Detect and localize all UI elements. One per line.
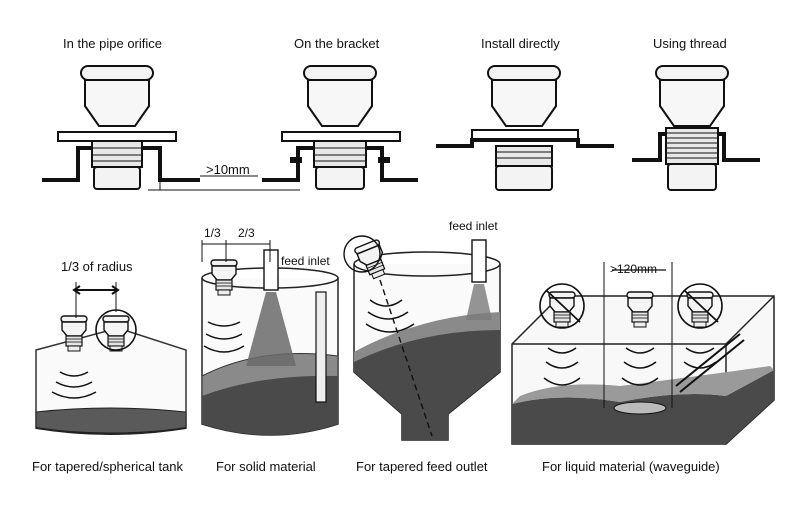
feed-inlet-label-outlet: feed inlet: [449, 219, 498, 233]
solid-material-diagram: [201, 240, 339, 436]
caption-liquid-material: For liquid material (waveguide): [542, 459, 720, 474]
caption-solid-material: For solid material: [216, 459, 316, 474]
caption-install-directly: Install directly: [481, 36, 560, 51]
caption-using-thread: Using thread: [653, 36, 727, 51]
dimension-label: >10mm: [206, 162, 250, 177]
caption-tapered-outlet: For tapered feed outlet: [356, 459, 488, 474]
install-bracket: [262, 65, 418, 190]
caption-pipe-orifice: In the pipe orifice: [63, 36, 163, 51]
caption-bracket: On the bracket: [294, 36, 380, 51]
dimension-marker: [148, 175, 300, 191]
install-directly: [436, 65, 614, 191]
radius-note: 1/3 of radius: [61, 259, 133, 274]
tapered-tank-diagram: [35, 282, 187, 435]
liquid-waveguide-diagram: [511, 262, 775, 445]
distance-label: >120mm: [610, 262, 658, 276]
install-pipe-orifice: [42, 65, 200, 190]
install-thread: [632, 65, 760, 191]
caption-tapered-tank: For tapered/spherical tank: [32, 459, 184, 474]
feed-inlet-label-solid: feed inlet: [281, 254, 330, 268]
fraction-one-third: 1/3: [204, 226, 221, 240]
fraction-two-thirds: 2/3: [238, 226, 255, 240]
tapered-outlet-diagram: [343, 235, 501, 441]
